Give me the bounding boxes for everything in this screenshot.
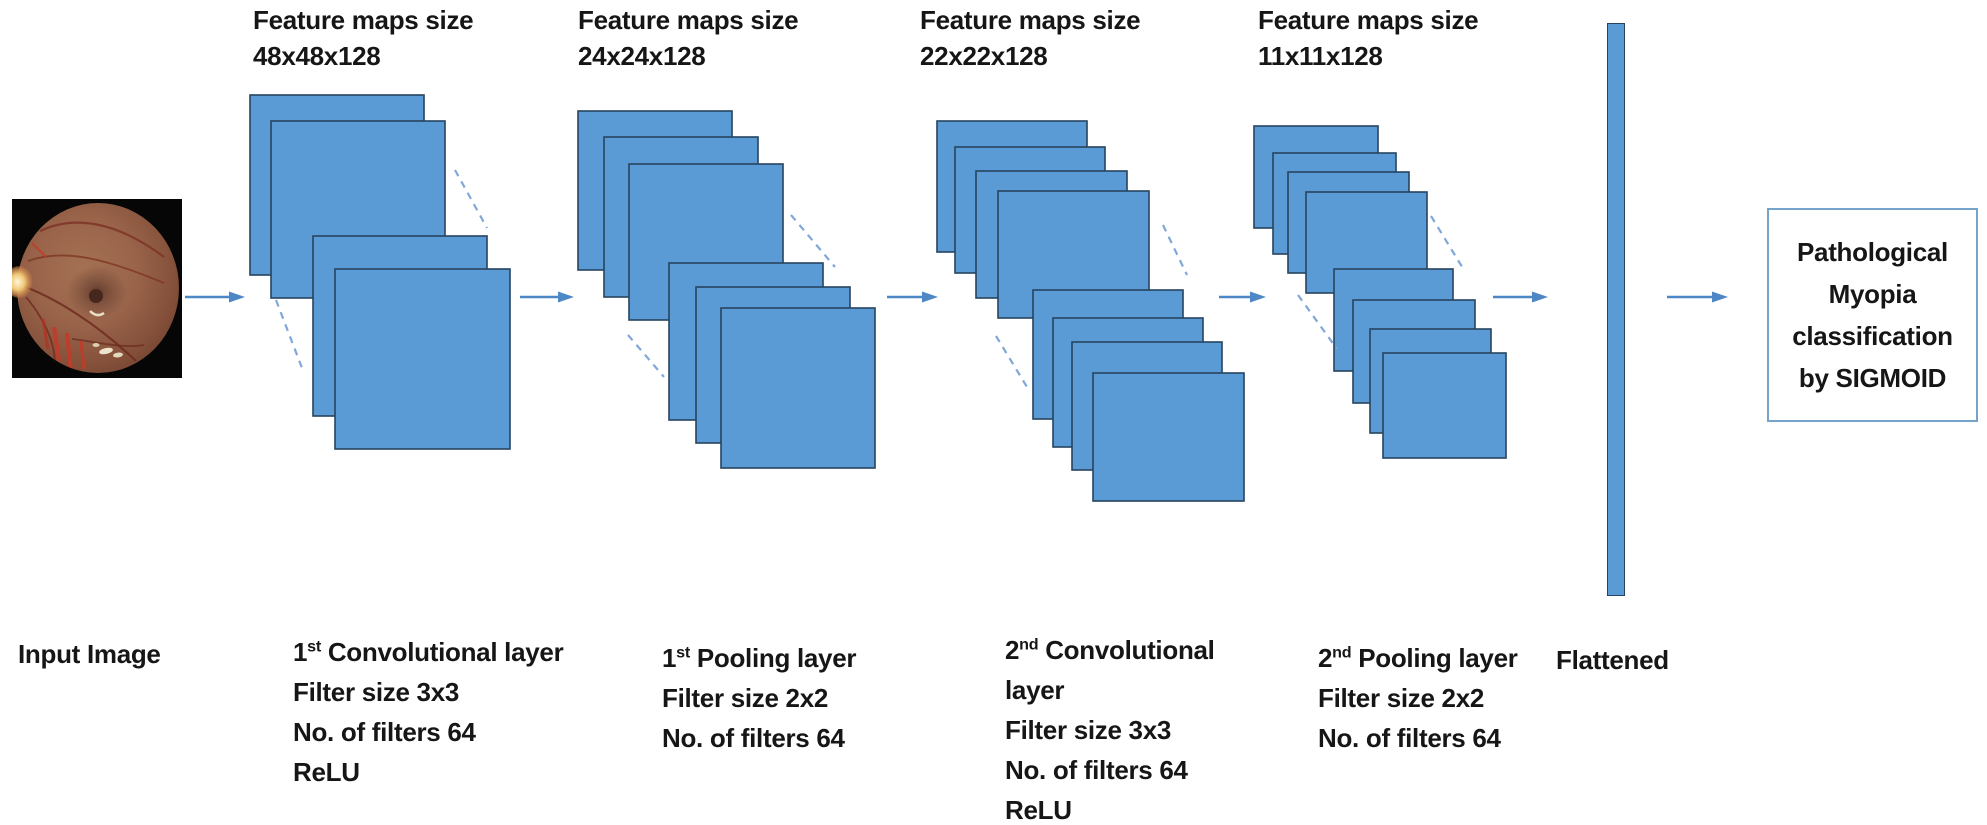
- flow-arrow: [185, 291, 245, 303]
- stack-depth-dashed-line: [1297, 294, 1338, 350]
- stack-depth-dashed-line: [627, 334, 665, 378]
- flow-arrow: [1493, 291, 1548, 303]
- feature-map-stack-4: [1253, 125, 1507, 459]
- pool2-detail: No. of filters 64: [1318, 723, 1501, 753]
- pool1-title: 1st Pooling layer: [662, 643, 857, 673]
- feature-map-sheet: [1032, 289, 1184, 420]
- flow-arrow-head: [229, 291, 245, 303]
- feature-maps-label-1: Feature maps size 48x48x128: [253, 2, 474, 74]
- conv2-detail: ReLU: [1005, 795, 1072, 825]
- feature-map-sheet: [695, 286, 851, 444]
- feature-map-sheet: [628, 163, 784, 321]
- pool1-detail: No. of filters 64: [662, 723, 845, 753]
- feature-map-sheet: [720, 307, 876, 469]
- feature-map-sheet: [312, 235, 488, 417]
- feature-map-sheet: [1272, 152, 1397, 255]
- input-image-label: Input Image: [18, 639, 161, 669]
- flow-arrow-head: [1532, 291, 1548, 303]
- feature-map-sheet: [1287, 171, 1410, 274]
- flow-arrow: [1667, 291, 1728, 303]
- feature-maps-title: Feature maps size: [578, 5, 799, 35]
- feature-map-sheet: [577, 110, 733, 271]
- conv1-detail: No. of filters 64: [293, 717, 476, 747]
- conv2-detail: Filter size 3x3: [1005, 715, 1172, 745]
- conv1-detail: Filter size 3x3: [293, 677, 460, 707]
- pool2-label: 2nd Pooling layer Filter size 2x2 No. of…: [1318, 638, 1518, 758]
- conv1-label: 1st Convolutional layer Filter size 3x3 …: [293, 632, 564, 792]
- feature-map-sheet: [1305, 191, 1428, 294]
- feature-maps-dims: 24x24x128: [578, 41, 706, 71]
- feature-maps-label-2: Feature maps size 24x24x128: [578, 2, 799, 74]
- feature-map-sheet: [1352, 299, 1476, 404]
- feature-maps-dims: 11x11x128: [1258, 41, 1383, 71]
- feature-map-sheet: [1052, 317, 1204, 448]
- flattened-label: Flattened: [1556, 645, 1669, 675]
- pool2-title: 2nd Pooling layer: [1318, 643, 1518, 673]
- feature-map-sheet: [936, 120, 1088, 253]
- conv1-title: 1st Convolutional layer: [293, 637, 564, 667]
- stack-depth-dashed-line: [995, 335, 1028, 388]
- feature-maps-dims: 48x48x128: [253, 41, 381, 71]
- pool1-detail: Filter size 2x2: [662, 683, 829, 713]
- feature-maps-title: Feature maps size: [920, 5, 1141, 35]
- flow-arrow: [887, 291, 938, 303]
- feature-map-stack-3: [936, 120, 1245, 502]
- flow-arrow-head: [922, 291, 938, 303]
- flow-arrow: [520, 291, 574, 303]
- feature-map-sheet: [997, 190, 1150, 319]
- feature-map-sheet: [1333, 268, 1454, 372]
- bottom-glints: [92, 343, 123, 358]
- feature-map-stack-2: [577, 110, 876, 469]
- feature-maps-dims: 22x22x128: [920, 41, 1048, 71]
- feature-map-stack-1: [249, 94, 511, 450]
- feature-map-sheet: [954, 146, 1106, 274]
- pool2-detail: Filter size 2x2: [1318, 683, 1485, 713]
- conv2-label: 2nd Convolutional layer Filter size 3x3 …: [1005, 630, 1215, 825]
- feature-map-sheet: [603, 136, 759, 298]
- stack-depth-dashed-line: [1430, 215, 1465, 271]
- output-line: classification: [1792, 321, 1953, 351]
- output-box: Pathological Myopia classification by SI…: [1767, 208, 1978, 422]
- flow-arrow-head: [1712, 291, 1728, 303]
- conv2-title: 2nd Convolutional: [1005, 635, 1215, 665]
- feature-map-sheet: [270, 120, 446, 299]
- feature-map-sheet: [1092, 372, 1245, 502]
- input-fundus-image: [12, 199, 182, 378]
- conv1-detail: ReLU: [293, 757, 360, 787]
- glint: [89, 310, 105, 317]
- stack-depth-dashed-line: [454, 169, 488, 229]
- feature-map-sheet: [975, 170, 1128, 299]
- flattened-vector-bar: [1607, 23, 1625, 596]
- feature-map-sheet: [1382, 352, 1507, 459]
- conv2-detail: No. of filters 64: [1005, 755, 1188, 785]
- stack-depth-dashed-line: [1162, 224, 1188, 276]
- stack-depth-dashed-line: [790, 214, 836, 268]
- output-line: by SIGMOID: [1798, 363, 1947, 393]
- feature-maps-label-4: Feature maps size 11x11x128: [1258, 2, 1479, 74]
- feature-map-sheet: [334, 268, 511, 450]
- feature-map-sheet: [1071, 341, 1223, 471]
- flow-arrow-head: [1250, 291, 1266, 303]
- output-line: Myopia: [1828, 279, 1917, 309]
- feature-maps-label-3: Feature maps size 22x22x128: [920, 2, 1141, 74]
- stack-depth-dashed-line: [274, 299, 304, 369]
- feature-map-sheet: [1253, 125, 1379, 229]
- feature-maps-title: Feature maps size: [1258, 5, 1479, 35]
- feature-map-sheet: [668, 262, 824, 421]
- feature-maps-title: Feature maps size: [253, 5, 474, 35]
- retina-vessels: [19, 221, 165, 372]
- feature-map-sheet: [1369, 328, 1492, 434]
- optic-disc: [12, 266, 33, 298]
- flow-arrow-head: [558, 291, 574, 303]
- feature-map-sheet: [249, 94, 425, 276]
- conv2-title-wrap: layer: [1005, 675, 1065, 705]
- output-line: Pathological: [1797, 237, 1948, 267]
- macula-center: [89, 289, 103, 303]
- pool1-label: 1st Pooling layer Filter size 2x2 No. of…: [662, 638, 857, 758]
- flow-arrow: [1219, 291, 1266, 303]
